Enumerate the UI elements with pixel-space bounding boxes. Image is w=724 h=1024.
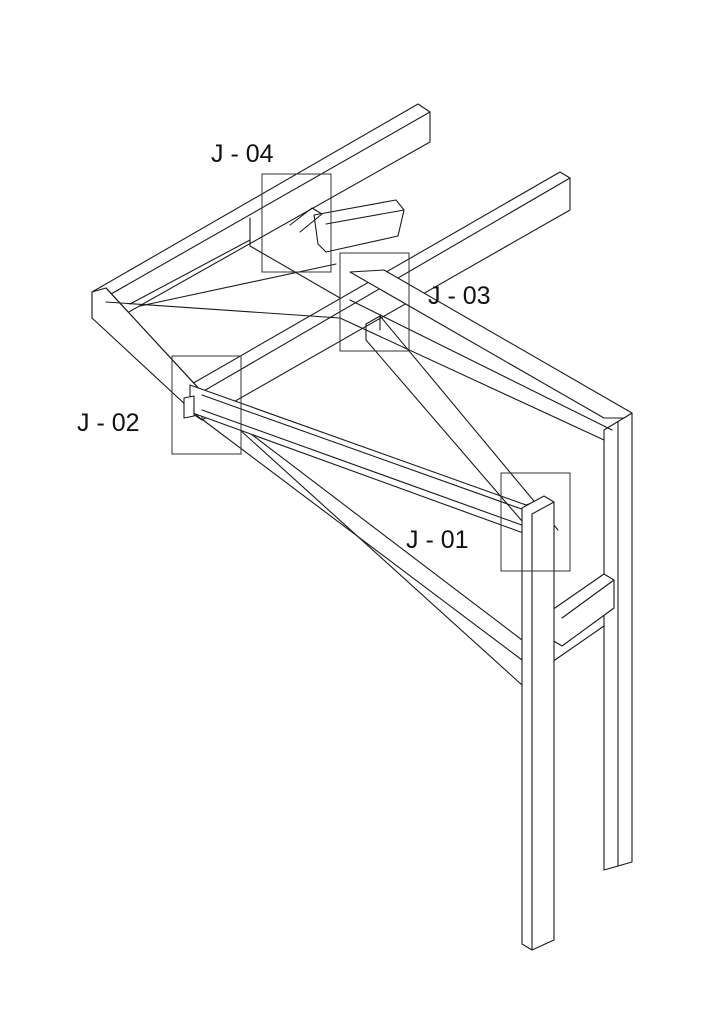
front-post <box>521 495 555 951</box>
tenon-detail <box>183 395 195 419</box>
post-tie <box>551 573 615 663</box>
front-purlin <box>189 384 547 535</box>
front-brace <box>202 417 523 686</box>
callout-box-j04 <box>261 173 332 273</box>
callout-box-j01 <box>500 472 571 572</box>
joint-label-j04: J - 04 <box>211 140 274 168</box>
joint-label-j01: J - 01 <box>406 526 469 554</box>
center-strut <box>365 315 559 536</box>
right-beam <box>339 269 633 441</box>
callout-box-j03 <box>339 252 410 352</box>
rear-post <box>603 412 633 871</box>
joint-label-j02: J - 02 <box>77 409 140 437</box>
callout-box-j02 <box>171 355 242 455</box>
hip-strut <box>289 199 405 253</box>
tie-beams <box>105 217 341 319</box>
joint-label-j03: J - 03 <box>428 282 491 310</box>
